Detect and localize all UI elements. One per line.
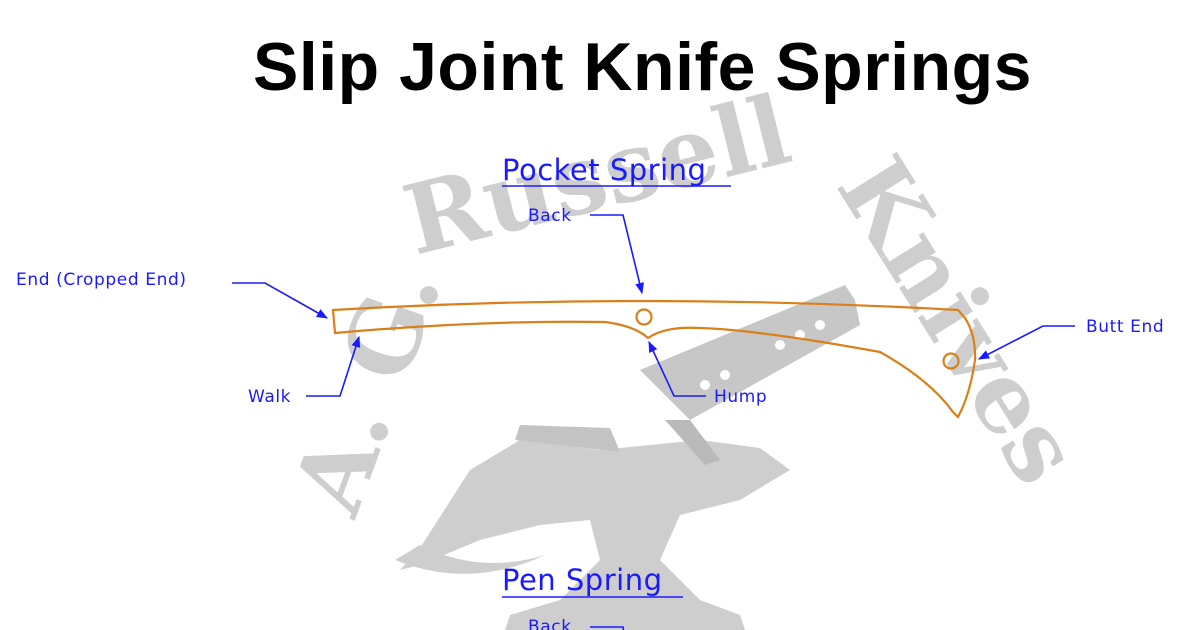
pen-spring-heading: Pen Spring [502, 563, 662, 597]
pen-back-leader [590, 626, 625, 630]
pivot-hole [635, 308, 653, 326]
pocket-spring-outline [331, 299, 977, 419]
pen-back-label: Back [528, 617, 572, 630]
pocket-spring-heading: Pocket Spring [502, 153, 706, 187]
butt-end-leader [978, 325, 1075, 360]
end-leader [232, 282, 328, 319]
pocket-spring-annotations [232, 214, 1075, 397]
anvil-shape [400, 440, 790, 630]
end-label: End (Cropped End) [16, 270, 187, 290]
knife-shape [640, 285, 860, 465]
wreath-shape [395, 545, 545, 574]
back-label: Back [528, 206, 572, 226]
butt-hole [942, 352, 960, 370]
back-leader [590, 214, 644, 295]
walk-leader [306, 335, 361, 397]
hump-label: Hump [714, 387, 767, 407]
walk-label: Walk [248, 387, 291, 407]
butt-end-label: Butt End [1086, 317, 1164, 337]
hump-leader [648, 340, 706, 397]
watermark-text-left: A. G. [270, 251, 463, 529]
page-title: Slip Joint Knife Springs [253, 29, 1032, 105]
